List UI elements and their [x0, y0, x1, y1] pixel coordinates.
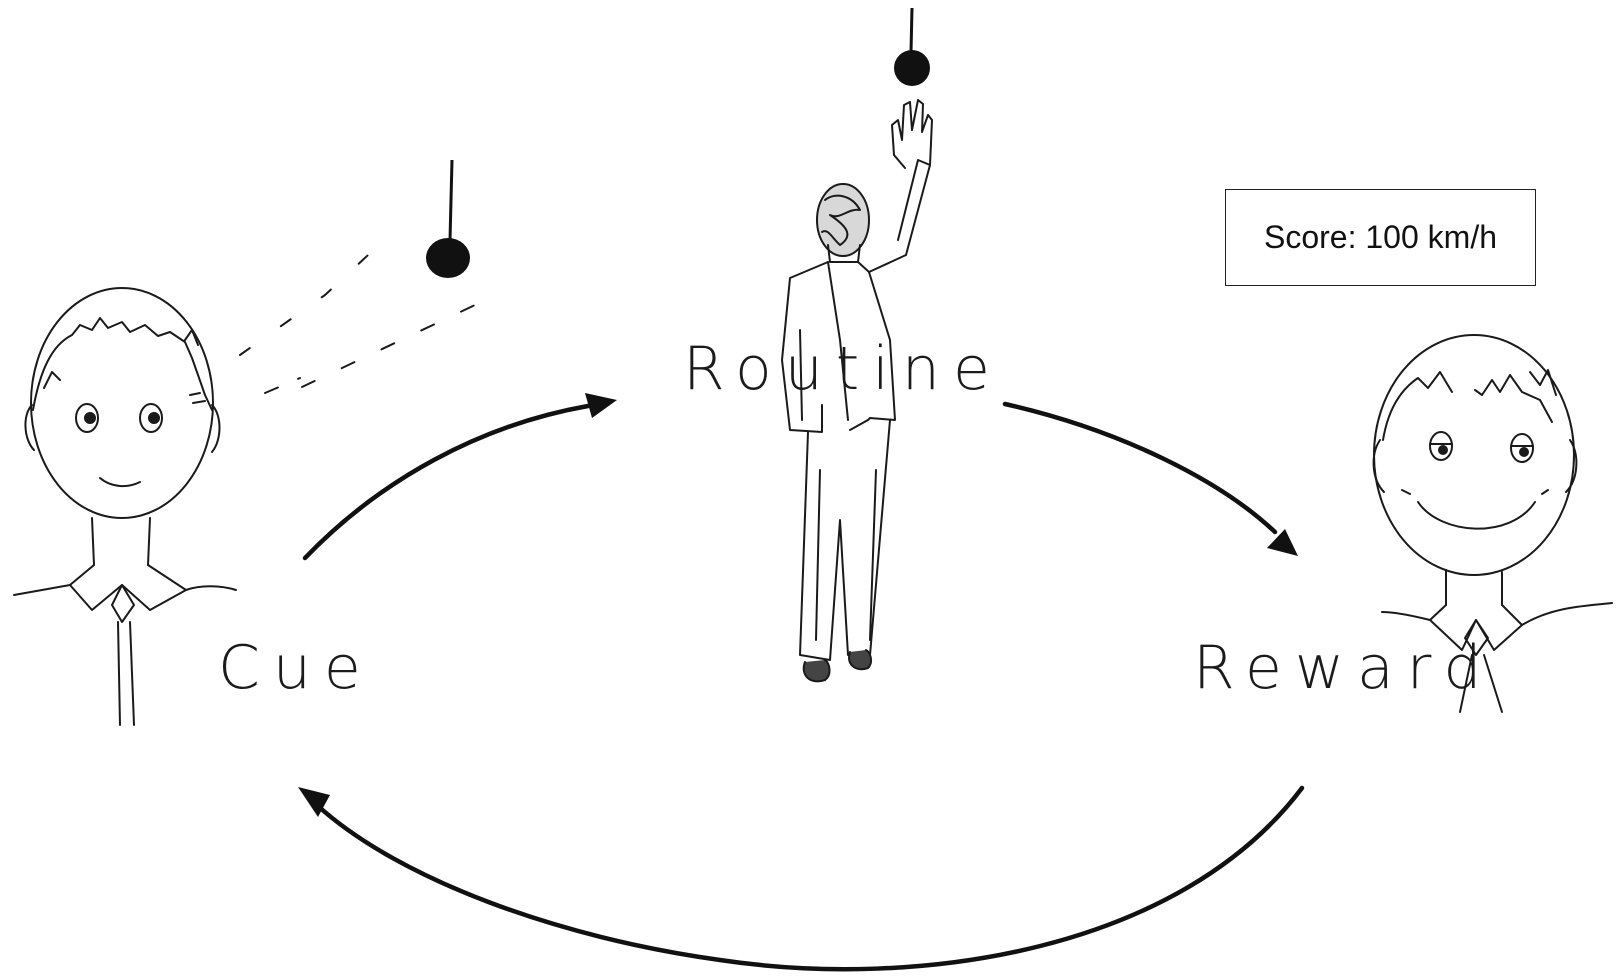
hanging-ball-icon	[894, 7, 930, 86]
arrow-reward-to-cue	[298, 785, 1305, 972]
person-smiling-icon	[1372, 334, 1613, 713]
person-reaching-icon	[781, 99, 933, 683]
arrow-cue-to-routine	[302, 393, 617, 561]
score-text: Score: 100 km/h	[1264, 219, 1497, 255]
person-looking-icon	[13, 229, 476, 726]
arrow-routine-to-reward	[1002, 401, 1298, 556]
reward-label: Reward	[1193, 633, 1494, 703]
score-display: Score: 100 km/h	[1225, 189, 1536, 286]
cue-label: Cue	[218, 633, 374, 703]
routine-label: Routine	[683, 334, 1003, 404]
hanging-ball-icon	[426, 159, 470, 278]
